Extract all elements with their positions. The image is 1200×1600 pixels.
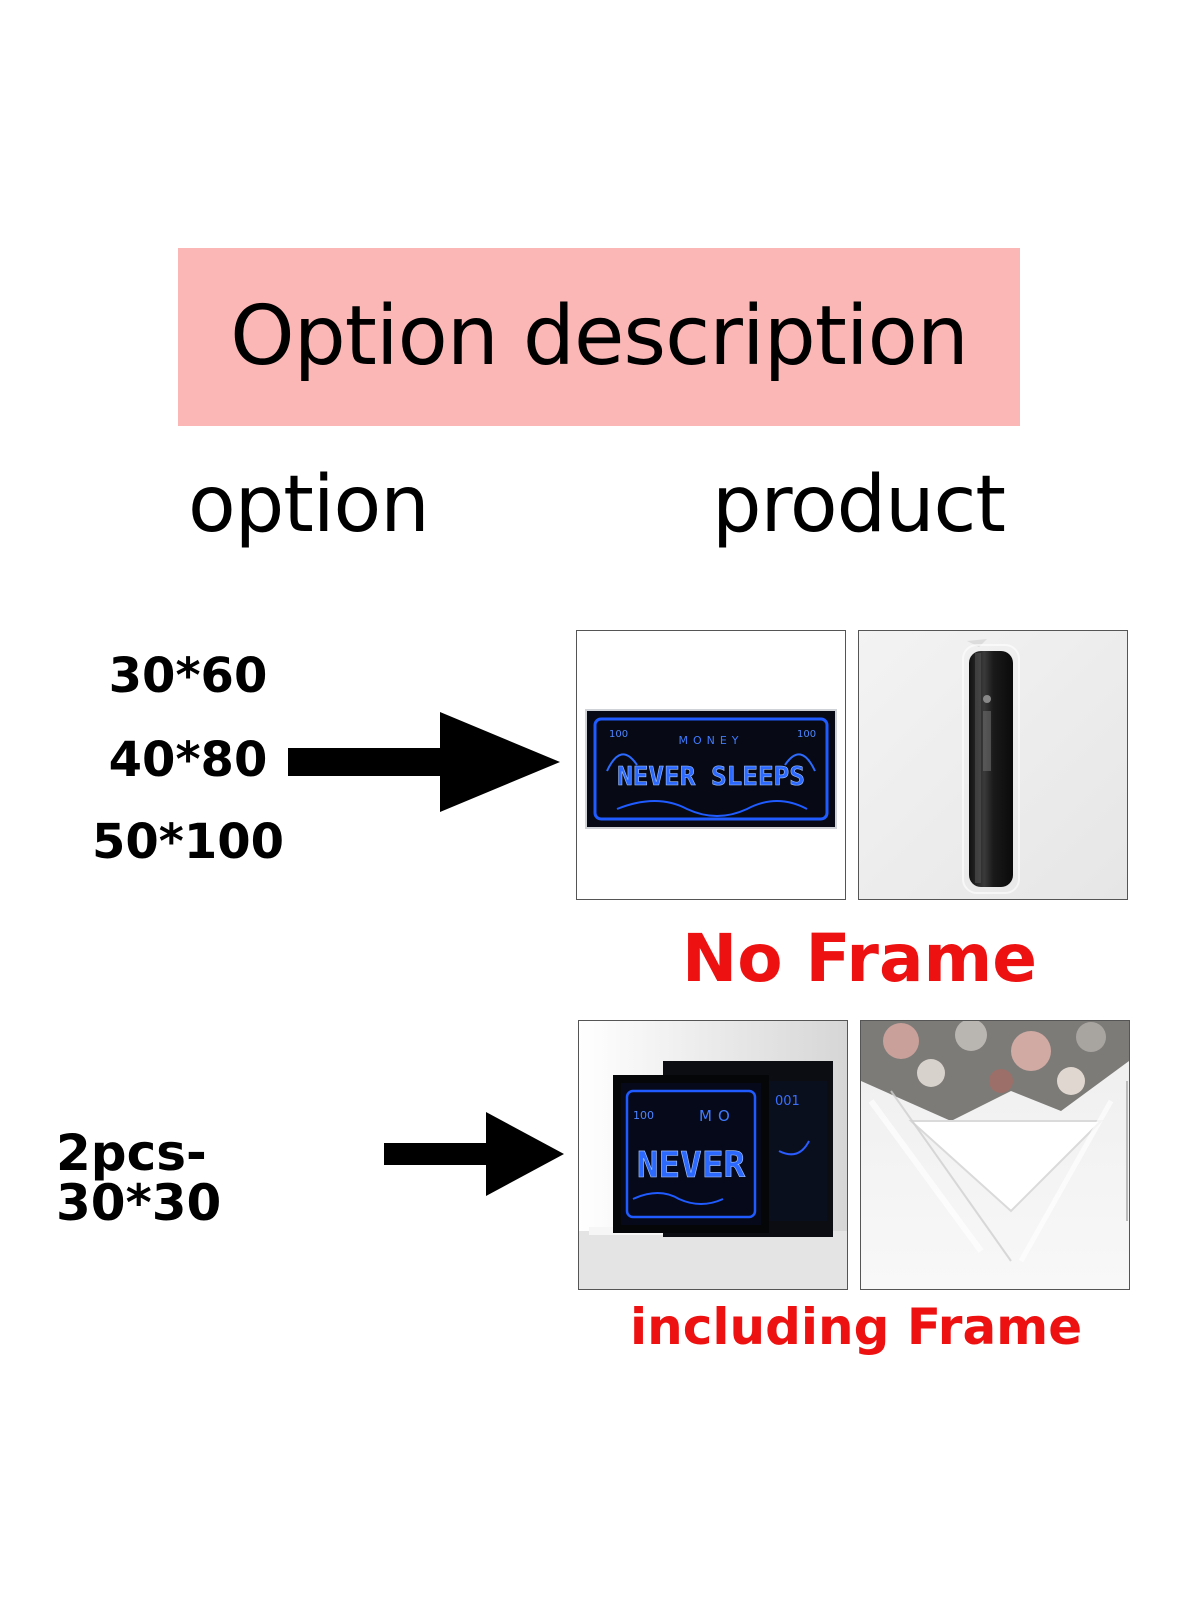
arrow-right-icon — [288, 712, 560, 812]
framed-denomination-text: 100 — [633, 1109, 654, 1122]
product-photo-framed-set: 001 100 MO NEVER — [578, 1020, 848, 1290]
size-option-1: 30*60 — [108, 648, 268, 704]
size-option-2pcs: 2pcs-30*30 — [56, 1124, 222, 1232]
size-option-2: 40*80 — [108, 732, 268, 788]
product-photo-no-frame-poster: 100 100 MONEY NEVER SLEEPS — [576, 630, 846, 900]
no-frame-label: No Frame — [682, 920, 1038, 997]
poster-top-text: MONEY — [678, 734, 743, 747]
column-header-option: option — [188, 460, 430, 550]
product-photo-frame-packaging — [860, 1020, 1130, 1290]
framed-main-text: NEVER — [637, 1145, 746, 1186]
including-frame-label: including Frame — [630, 1298, 1083, 1356]
poster-main-text: NEVER SLEEPS — [617, 762, 805, 792]
framed-top-text: MO — [699, 1107, 736, 1125]
back-frame-denomination-text: 001 — [775, 1094, 800, 1109]
product-photo-rolled-package — [858, 630, 1128, 900]
arrow-right-icon — [384, 1112, 564, 1196]
page-title: Option description — [230, 289, 969, 384]
poster-denomination-text: 100 — [609, 729, 628, 740]
column-header-product: product — [712, 460, 1006, 550]
size-option-3: 50*100 — [91, 814, 285, 870]
title-banner: Option description — [178, 248, 1020, 426]
poster-denomination-text-right: 100 — [797, 729, 816, 740]
